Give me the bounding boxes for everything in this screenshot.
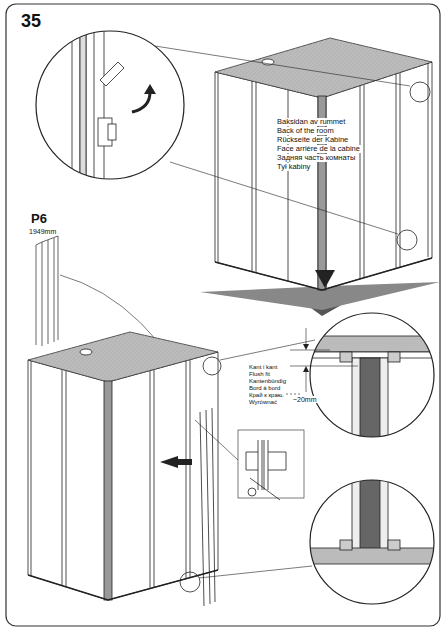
location-note: Tył kabiny xyxy=(276,163,311,171)
fit-note: Kant i kant xyxy=(248,364,278,370)
location-note: Задняя часть комнаты xyxy=(276,154,356,162)
part-length: 1949mm xyxy=(28,228,57,235)
location-note: Back of the room xyxy=(276,127,335,135)
fit-note: Wyrównać xyxy=(248,399,278,405)
part-number: P6 xyxy=(30,212,48,226)
step-number: 35 xyxy=(20,12,42,31)
fit-note: Kantenbündig xyxy=(248,378,287,384)
fit-note: Flush fit xyxy=(248,371,271,377)
fit-note: Край к краю. xyxy=(248,392,285,398)
location-note: Baksidan av rummet xyxy=(276,118,346,126)
dimension: ~20mm xyxy=(292,396,318,403)
location-note: Rückseite der Kabine xyxy=(276,136,349,144)
location-note: Face arrière de la cabine xyxy=(276,145,361,153)
fit-note: Bord à bord xyxy=(248,385,281,391)
